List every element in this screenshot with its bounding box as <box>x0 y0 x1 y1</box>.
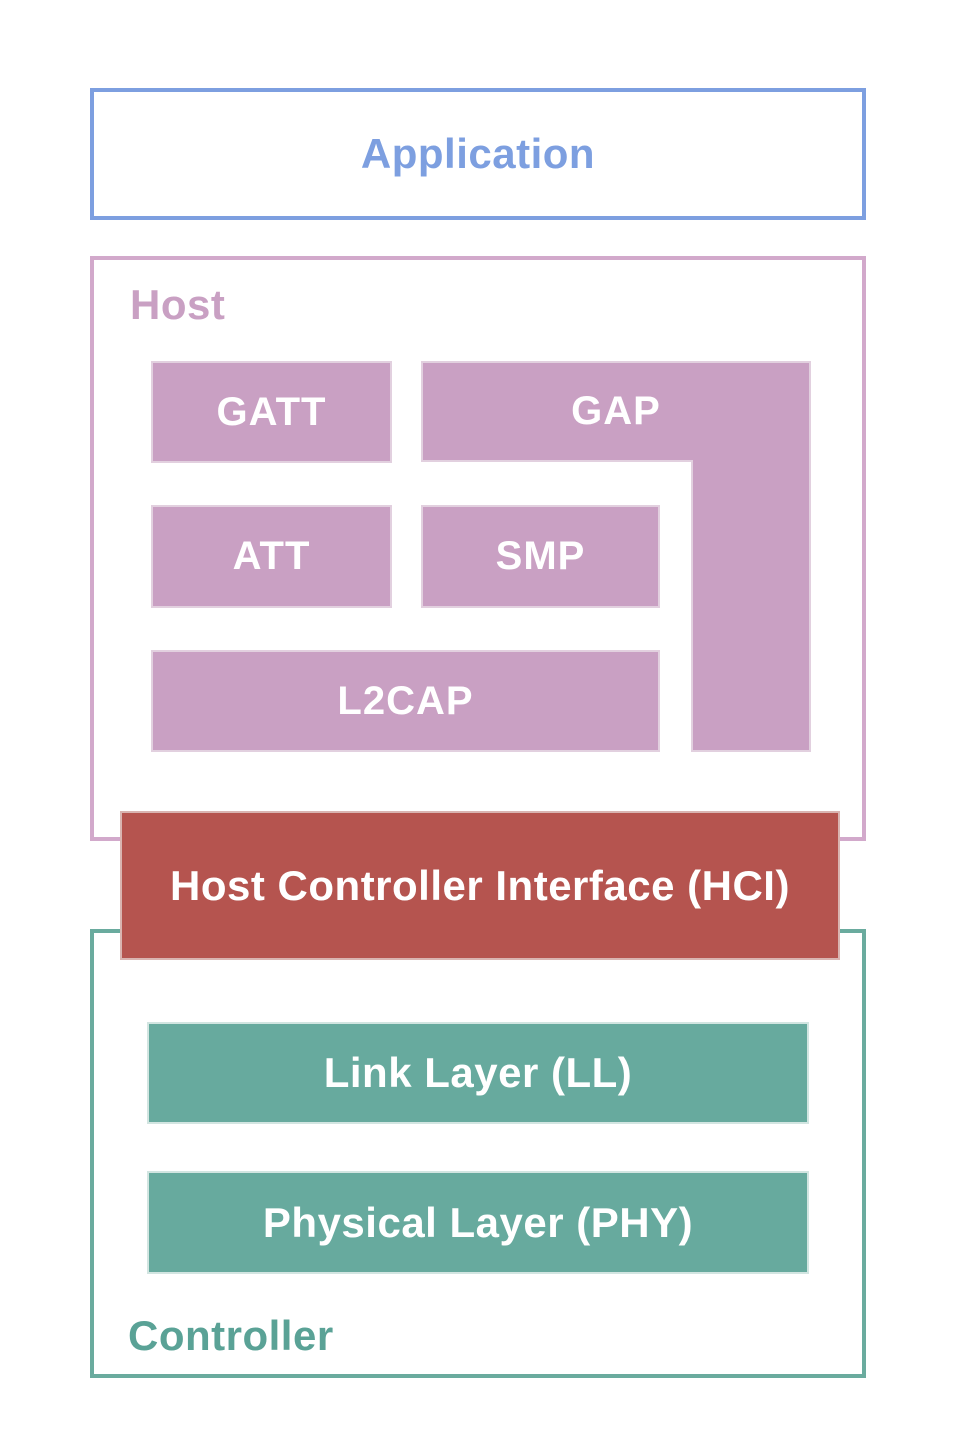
l2cap-label: L2CAP <box>337 678 474 723</box>
physical-layer-label: Physical Layer (PHY) <box>262 1198 694 1246</box>
controller-box <box>90 929 866 1378</box>
link-layer-block: Link Layer (LL) <box>147 1022 809 1124</box>
host-label: Host <box>130 281 226 328</box>
application-label: Application <box>360 130 596 177</box>
hci-bar: Host Controller Interface (HCI) <box>120 811 840 960</box>
smp-block: SMP <box>421 505 660 608</box>
gap-label: GAP <box>571 389 661 433</box>
hci-label: Host Controller Interface (HCI) <box>170 861 790 909</box>
l2cap-block: L2CAP <box>151 650 660 752</box>
gatt-label: GATT <box>216 389 327 434</box>
att-label: ATT <box>232 534 311 578</box>
smp-label: SMP <box>495 534 586 578</box>
application-box: Application <box>90 88 866 220</box>
physical-layer-block: Physical Layer (PHY) <box>147 1171 809 1274</box>
gap-block: GAP <box>421 361 811 462</box>
link-layer-label: Link Layer (LL) <box>323 1049 633 1096</box>
att-block: ATT <box>151 505 392 608</box>
controller-label: Controller <box>128 1312 334 1359</box>
gatt-block: GATT <box>151 361 392 463</box>
gap-block-extension <box>691 460 811 752</box>
